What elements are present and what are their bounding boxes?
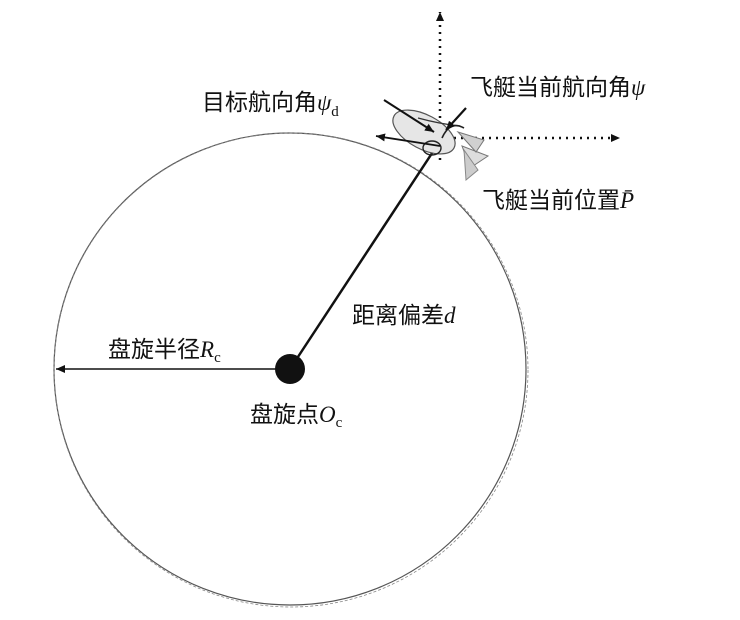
radius-label: 盘旋半径Rc — [108, 337, 221, 366]
radius-sub: c — [214, 350, 221, 366]
hover-center-dot — [275, 354, 305, 384]
current-heading-label: 飞艇当前航向角ψ — [470, 75, 646, 101]
radius-symbol: R — [199, 337, 214, 362]
distance-label: 距离偏差d — [352, 303, 456, 329]
distance-text: 距离偏差 — [352, 303, 444, 329]
current-position-label: 飞艇当前位置P̄ — [482, 188, 634, 214]
distance-symbol: d — [444, 303, 456, 328]
current-position-symbol: P̄ — [619, 188, 634, 213]
distance-line — [288, 137, 444, 370]
target-heading-label: 目标航向角ψd — [202, 90, 339, 120]
current-heading-text: 飞艇当前航向角 — [470, 75, 631, 101]
current-heading-arrow — [445, 107, 467, 131]
target-heading-arrow — [375, 133, 441, 147]
center-symbol: O — [319, 402, 336, 427]
target-heading-text: 目标航向角 — [202, 90, 317, 116]
current-position-text: 飞艇当前位置 — [482, 188, 620, 214]
target-heading-sub: d — [331, 104, 339, 120]
center-label: 盘旋点Oc — [250, 402, 343, 431]
radius-text: 盘旋半径 — [108, 337, 200, 363]
center-text: 盘旋点 — [250, 402, 319, 428]
airship-icon — [392, 109, 490, 182]
hover-circle-outline — [53, 132, 529, 608]
target-heading-pointer — [383, 99, 435, 133]
center-sub: c — [336, 415, 343, 431]
target-heading-symbol: ψ — [317, 90, 332, 115]
current-heading-symbol: ψ — [631, 75, 646, 100]
